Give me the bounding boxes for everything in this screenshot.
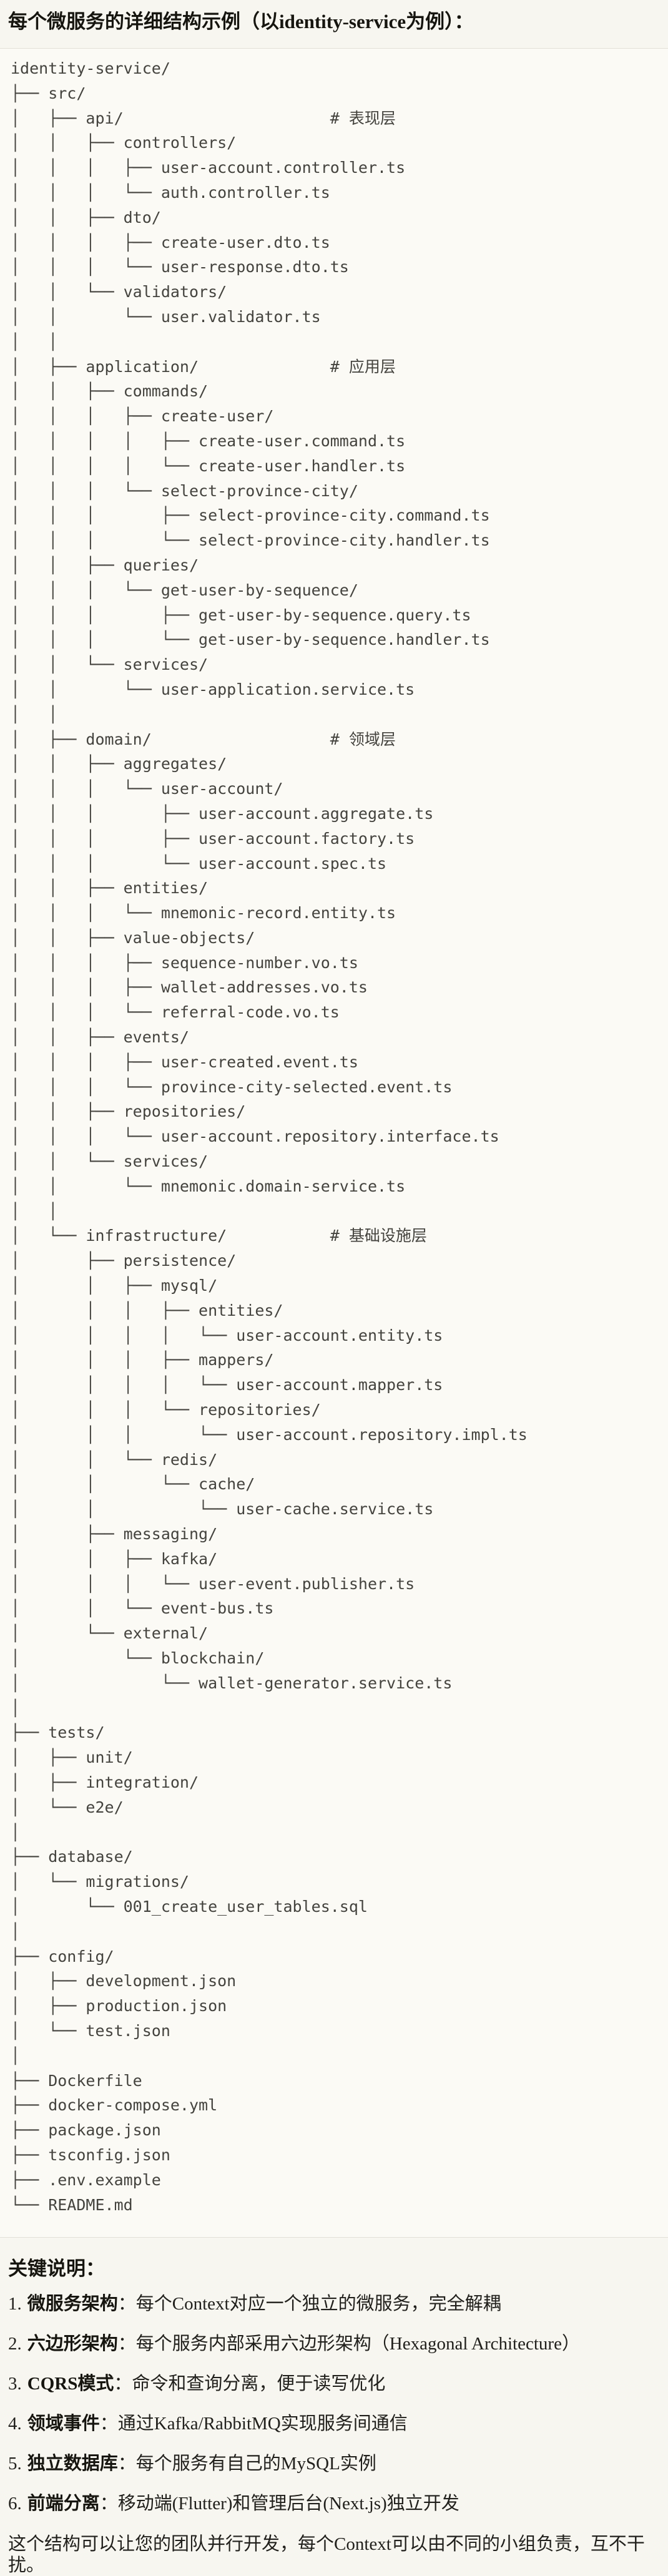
note-item-text: ：通过Kafka/RabbitMQ实现服务间通信 (99, 2414, 408, 2434)
note-item-number: 6. (8, 2494, 22, 2514)
notes-heading: 关键说明： (8, 2258, 105, 2280)
note-item-label: CQRS模式 (27, 2374, 114, 2394)
note-item-text: ：每个服务内部采用六边形架构（Hexagonal Architecture） (117, 2334, 580, 2354)
note-item-text: ：移动端(Flutter)和管理后台(Next.js)独立开发 (99, 2494, 459, 2514)
note-item: 3.CQRS模式：命令和查询分离，便于读写优化 (8, 2374, 660, 2394)
note-item: 5.独立数据库：每个服务有自己的MySQL实例 (8, 2454, 660, 2474)
note-item-text: ：每个Context对应一个独立的微服务，完全解耦 (117, 2294, 501, 2314)
directory-tree: identity-service/ ├── src/ │ ├── api/ # … (0, 48, 668, 2238)
note-item: 6.前端分离：移动端(Flutter)和管理后台(Next.js)独立开发 (8, 2494, 660, 2514)
note-item-number: 3. (8, 2374, 22, 2394)
page-title: 每个微服务的详细结构示例（以identity-service为例）： (8, 11, 474, 32)
notes-section: 关键说明： 1.微服务架构：每个Context对应一个独立的微服务，完全解耦 2… (0, 2256, 668, 2576)
note-item-label: 微服务架构 (27, 2294, 118, 2314)
note-item: 2.六边形架构：每个服务内部采用六边形架构（Hexagonal Architec… (8, 2334, 660, 2354)
note-item-text: ：每个服务有自己的MySQL实例 (117, 2454, 376, 2474)
note-item-label: 独立数据库 (27, 2454, 118, 2474)
note-item-number: 2. (8, 2334, 22, 2354)
note-item-label: 领域事件 (27, 2414, 100, 2434)
closing-paragraph: 这个结构可以让您的团队并行开发，每个Context可以由不同的小组负责，互不干扰… (8, 2534, 645, 2576)
note-item-number: 1. (8, 2294, 22, 2314)
note-item: 4.领域事件：通过Kafka/RabbitMQ实现服务间通信 (8, 2414, 660, 2434)
note-item-label: 六边形架构 (27, 2334, 118, 2354)
note-item-number: 5. (8, 2454, 22, 2474)
note-item: 1.微服务架构：每个Context对应一个独立的微服务，完全解耦 (8, 2294, 660, 2314)
note-item-text: ：命令和查询分离，便于读写优化 (114, 2374, 386, 2394)
note-item-number: 4. (8, 2414, 22, 2434)
note-item-label: 前端分离 (27, 2494, 100, 2514)
